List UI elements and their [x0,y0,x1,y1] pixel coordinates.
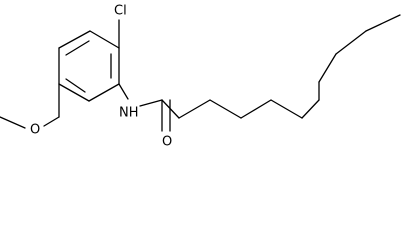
nitrogen-carbonyl-bond [139,99,163,107]
chain-bond-10 [365,14,401,32]
chlorine-label: Cl [114,4,127,19]
chain-bond-4 [240,99,272,119]
chain-bond-5 [270,99,303,119]
amide-nitrogen-label: NH [119,106,139,121]
chain-bond-8 [318,53,337,83]
benzene-ring [58,30,120,102]
ring-inner-bond-3 [65,78,86,93]
molecule-diagram: Cl O NH O [0,4,401,150]
ring-bond-5 [58,83,90,102]
aryl-nitrogen-bond [118,83,129,100]
methyl-bond [0,116,26,129]
chain-bond-3 [209,99,242,119]
methoxy-group: O [0,83,60,138]
methoxy-bond-2 [43,116,60,127]
ring-bond-2 [89,30,120,49]
chain-bond-2 [178,99,211,119]
ring-bond-1 [58,30,91,49]
ether-oxygen-label: O [30,123,40,138]
chain-bond-9 [335,30,367,55]
chain-bond-6 [301,99,320,119]
ring-bond-4 [88,83,120,102]
nonanoyl-chain [161,14,401,119]
ring-inner-bond-1 [65,40,90,56]
carbonyl-oxygen-label: O [162,135,172,150]
amide-group: NH O [118,83,172,150]
chain-bond-1 [161,99,180,119]
